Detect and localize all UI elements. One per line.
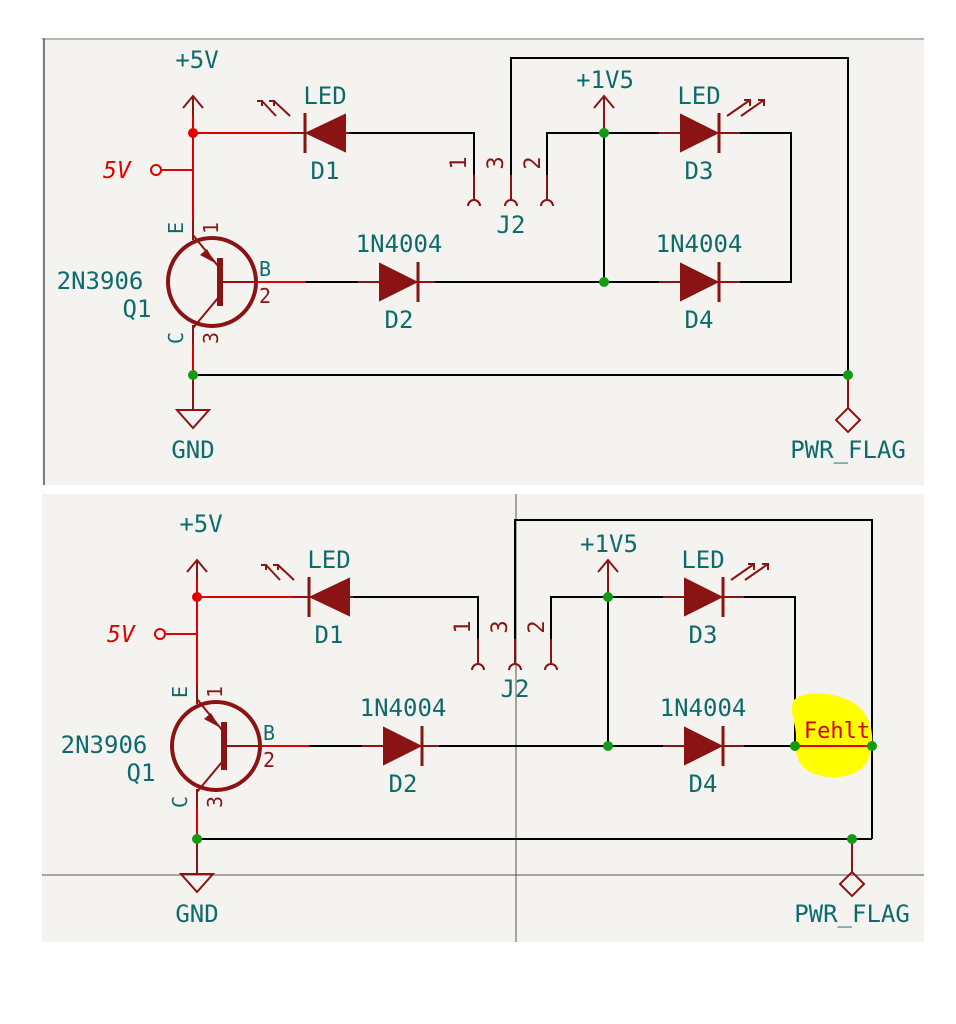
power-1v5-symbol[interactable]	[593, 94, 615, 133]
connector-j2[interactable]	[471, 639, 558, 671]
gnd-label: GND	[171, 436, 214, 464]
led-d1[interactable]	[261, 564, 353, 617]
d3-value: LED	[677, 82, 720, 110]
pwr-flag-label: PWR_FLAG	[794, 900, 910, 928]
q1-pin-b: B	[263, 721, 275, 745]
power-5v-symbol[interactable]	[182, 94, 204, 115]
transistor-q1[interactable]	[166, 220, 258, 345]
q1-pin-c: C	[164, 332, 188, 344]
connector-j2[interactable]	[467, 175, 554, 207]
diode-d4[interactable]	[663, 726, 744, 766]
j2-pin2: 2	[525, 620, 550, 633]
schematic-panel-corrected: Fehlt +5V 5V LED D1	[42, 494, 924, 942]
pwr-flag-label: PWR_FLAG	[790, 436, 906, 464]
j2-pin2: 2	[521, 156, 546, 169]
junction-red	[188, 128, 198, 138]
highlight-mark	[791, 693, 873, 778]
q1-pin-num-e: 1	[199, 222, 223, 234]
power-1v5-label: +1V5	[576, 66, 634, 94]
wires	[197, 519, 873, 840]
j2-pin1: 1	[447, 156, 472, 169]
pwr-flag-symbol[interactable]	[838, 839, 866, 898]
j2-pin3: 3	[484, 156, 509, 169]
q1-ref: Q1	[123, 295, 152, 323]
d3-ref: D3	[689, 621, 718, 649]
wires	[193, 57, 849, 376]
power-5v-symbol[interactable]	[186, 558, 208, 579]
schematic-panel-original: +5V 5V LED D1 1 3 2	[42, 38, 924, 485]
q1-pin-e: E	[164, 222, 188, 234]
global-label-5v: 5V	[107, 622, 136, 648]
junction-red	[192, 592, 202, 602]
q1-pin-b: B	[259, 257, 271, 281]
d4-ref: D4	[685, 306, 714, 334]
gnd-symbol[interactable]	[178, 839, 216, 894]
j2-pin3: 3	[488, 620, 513, 633]
pwr-flag-symbol[interactable]	[834, 375, 862, 434]
q1-pin-num-e: 1	[203, 686, 227, 698]
diode-d4[interactable]	[659, 262, 740, 302]
led-d3[interactable]	[659, 99, 765, 153]
d4-ref: D4	[689, 770, 718, 798]
q1-pin-num-b: 2	[259, 284, 271, 308]
d1-value: LED	[303, 82, 346, 110]
q1-ref: Q1	[127, 759, 156, 787]
d2-value: 1N4004	[360, 694, 447, 722]
d3-value: LED	[681, 546, 724, 574]
led-d3[interactable]	[663, 563, 769, 617]
led-d1[interactable]	[257, 100, 349, 153]
d4-value: 1N4004	[656, 230, 743, 258]
junctions	[192, 592, 877, 844]
diode-d2[interactable]	[362, 726, 439, 766]
gnd-label: GND	[175, 900, 218, 928]
d2-ref: D2	[385, 306, 414, 334]
q1-pin-c: C	[168, 796, 192, 808]
diode-d2[interactable]	[358, 262, 435, 302]
power-1v5-label: +1V5	[580, 530, 638, 558]
d4-value: 1N4004	[660, 694, 747, 722]
q1-pin-num-c: 3	[203, 796, 227, 808]
q1-pin-num-c: 3	[199, 332, 223, 344]
d2-ref: D2	[389, 770, 418, 798]
q1-value: 2N3906	[61, 731, 148, 759]
transistor-q1[interactable]	[170, 684, 262, 809]
d1-ref: D1	[311, 157, 340, 185]
global-label-port[interactable]	[154, 628, 166, 640]
power-5v-label: +5V	[179, 510, 222, 538]
global-label-5v: 5V	[103, 158, 132, 184]
q1-value: 2N3906	[57, 267, 144, 295]
junctions	[188, 128, 853, 380]
q1-pin-num-b: 2	[263, 748, 275, 772]
gnd-symbol[interactable]	[174, 375, 212, 430]
d3-ref: D3	[685, 157, 714, 185]
d2-value: 1N4004	[356, 230, 443, 258]
annotation-fehlt: Fehlt	[804, 719, 870, 744]
global-label-port[interactable]	[150, 164, 162, 176]
d1-ref: D1	[315, 621, 344, 649]
power-1v5-symbol[interactable]	[597, 558, 619, 597]
j2-ref: J2	[497, 211, 526, 239]
d1-value: LED	[307, 546, 350, 574]
j2-ref: J2	[501, 675, 530, 703]
q1-pin-e: E	[168, 686, 192, 698]
j2-pin1: 1	[451, 620, 476, 633]
power-5v-label: +5V	[175, 46, 218, 74]
